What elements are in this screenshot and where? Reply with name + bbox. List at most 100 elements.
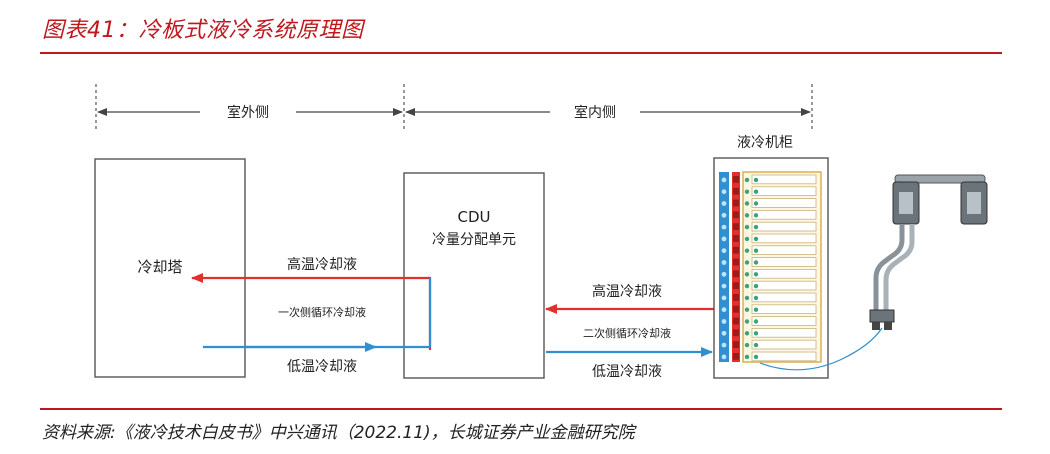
server-trays: [721, 174, 817, 362]
cold-port: [721, 330, 727, 336]
tray-connector: [753, 319, 759, 324]
tray-connector: [744, 307, 750, 312]
cold-plate-connection-line: [759, 327, 883, 371]
primary-cold-label: 低温冷却液: [287, 359, 357, 375]
tray-connector: [753, 295, 759, 301]
cold-port: [721, 248, 727, 254]
hot-port: [733, 329, 739, 337]
tray-connector: [744, 342, 750, 348]
server-tray: [751, 221, 817, 232]
cold-port: [721, 283, 727, 289]
outdoor-zone-label: 室外侧: [227, 104, 269, 121]
tray-connector: [753, 307, 759, 312]
hot-port: [733, 317, 739, 325]
hot-port: [733, 223, 739, 230]
server-tray: [751, 186, 817, 197]
hot-port: [733, 258, 739, 266]
hot-port: [733, 211, 739, 219]
tray-connector: [753, 331, 759, 336]
tray-connector: [753, 236, 759, 242]
tray-connector: [744, 236, 750, 242]
tray-connector: [753, 283, 759, 289]
cold-port: [721, 189, 727, 195]
tray-connector: [744, 189, 750, 194]
server-tray: [751, 292, 817, 303]
secondary-hot-label: 高温冷却液: [592, 283, 662, 300]
tray-connector: [744, 248, 750, 253]
hot-port: [733, 176, 739, 183]
hot-port: [733, 235, 739, 242]
tray-connector: [744, 331, 750, 336]
hot-port: [733, 199, 739, 207]
hot-port: [733, 353, 739, 360]
cabinet-cold-manifold: [719, 172, 729, 362]
hot-port: [733, 294, 739, 301]
server-tray: [751, 198, 817, 208]
cold-port: [721, 271, 727, 277]
tray-connector: [744, 295, 750, 301]
primary-hot-label: 高温冷却液: [287, 256, 357, 273]
footer-divider: [40, 408, 1002, 410]
server-tray: [751, 316, 817, 326]
hot-port: [733, 305, 739, 313]
liquid-cooling-diagram: 室外侧 室内侧 冷却塔 CDU 冷量分配单元 高温冷却液 一次侧循环冷却液 低温…: [94, 84, 988, 380]
cold-plate-module-icon: [869, 174, 988, 330]
source-note: 资料来源:《液冷技术白皮书》中兴通讯（2022.11)，长城证券产业金融研究院: [42, 423, 635, 443]
tray-connector: [744, 319, 750, 324]
cdu-sublabel: 冷量分配单元: [432, 232, 516, 248]
secondary-loop-label: 二次侧循环冷却液: [583, 326, 671, 340]
hot-port: [733, 187, 739, 195]
cold-port: [721, 224, 727, 230]
tray-connector: [753, 354, 759, 360]
tray-connector: [744, 224, 750, 230]
cold-port: [721, 236, 727, 242]
tray-connector: [753, 248, 759, 253]
server-tray: [751, 351, 817, 362]
server-tray: [751, 245, 817, 256]
cabinet-label: 液冷机柜: [737, 135, 793, 151]
server-tray: [751, 280, 817, 291]
tray-connector: [744, 213, 750, 218]
tray-connector: [753, 201, 759, 206]
tray-connector: [744, 283, 750, 289]
server-tray: [751, 304, 817, 315]
tray-connector: [744, 201, 750, 206]
server-tray: [751, 174, 817, 185]
server-tray: [751, 257, 817, 267]
tray-connector: [744, 260, 750, 265]
hot-port: [733, 246, 739, 254]
cold-port: [721, 307, 727, 313]
hot-port: [733, 282, 739, 289]
cold-port: [721, 319, 727, 324]
cold-port: [721, 260, 727, 265]
hot-port: [733, 341, 739, 348]
tray-connector: [744, 272, 750, 277]
tray-connector: [744, 177, 750, 183]
tray-connector: [753, 224, 759, 230]
figure-title: 图表41：冷板式液冷系统原理图: [42, 18, 364, 43]
cold-port: [721, 201, 727, 206]
server-tray: [751, 327, 817, 338]
tray-connector: [744, 354, 750, 360]
cold-port: [721, 295, 727, 301]
server-tray: [751, 233, 817, 244]
cold-port: [721, 177, 727, 183]
hot-port: [733, 270, 739, 278]
indoor-zone-label: 室内侧: [574, 104, 616, 121]
server-tray: [751, 268, 817, 279]
cooling-tower-box: [94, 158, 246, 378]
tray-connector: [753, 272, 759, 277]
tray-connector: [753, 260, 759, 265]
cabinet-hot-manifold: [732, 172, 740, 362]
cold-port: [721, 342, 727, 348]
tray-connector: [753, 189, 759, 194]
cooling-tower-label: 冷却塔: [137, 258, 182, 276]
cdu-label: CDU: [457, 208, 490, 226]
tray-connector: [753, 213, 759, 218]
server-tray: [751, 339, 817, 350]
cdu-box: [403, 172, 545, 379]
tray-connector: [753, 342, 759, 348]
title-divider: [40, 52, 1002, 54]
server-tray: [751, 209, 817, 220]
secondary-cold-label: 低温冷却液: [592, 364, 662, 380]
